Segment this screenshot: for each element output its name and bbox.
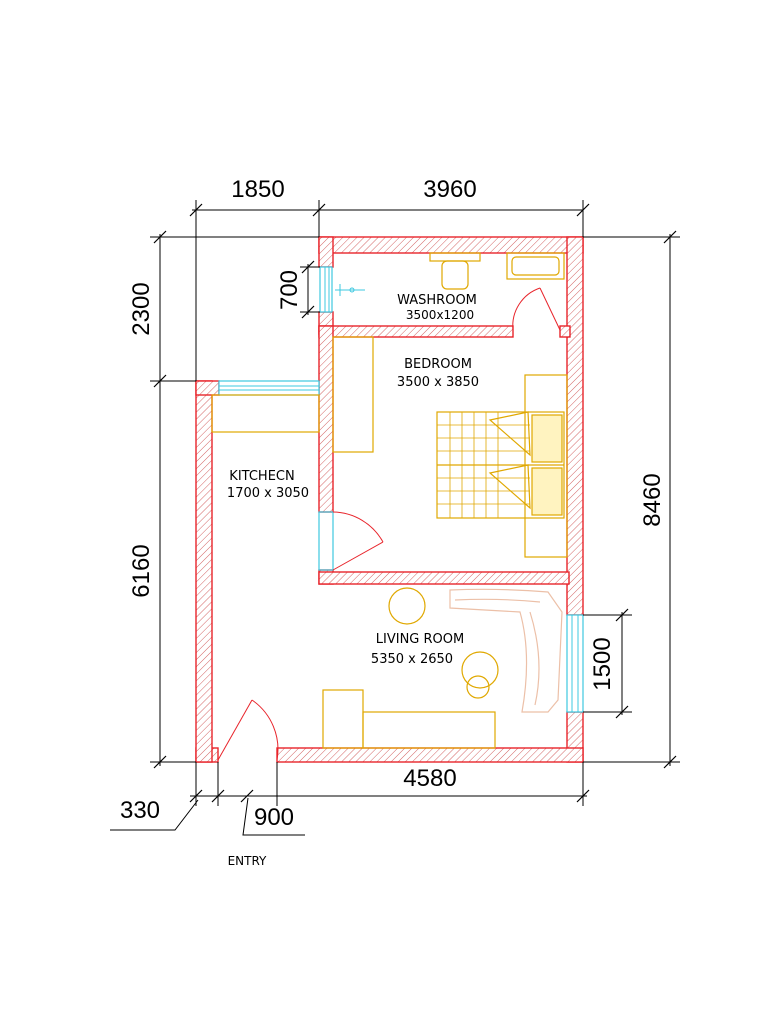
dim-left-lower: 6160	[128, 544, 155, 597]
wall-washroom-bedroom-right	[559, 325, 571, 338]
shower-icon	[335, 284, 365, 296]
entry-label: ENTRY	[228, 854, 267, 868]
wall-washroom-bedroom	[318, 325, 514, 338]
bedroom-name: BEDROOM	[404, 357, 472, 372]
doors	[217, 287, 561, 761]
double-bed	[436, 411, 565, 519]
kitchen-size: 1700 x 3050	[227, 486, 309, 501]
living-size: 5350 x 2650	[371, 652, 453, 667]
wardrobe	[524, 374, 568, 558]
dim-top-left: 1850	[231, 176, 284, 203]
sofa	[449, 588, 563, 713]
washroom-door	[512, 287, 561, 331]
coffee-table-inner	[466, 675, 490, 699]
dim-bottom: 4580	[403, 765, 456, 792]
dim-right-total: 8460	[639, 473, 666, 526]
wall-bedroom-living	[318, 571, 570, 585]
washroom-size: 3500x1200	[406, 308, 474, 322]
wall-right-upper	[566, 236, 584, 616]
dim-top-right: 3960	[423, 176, 476, 203]
dim-wall-thickness: 330	[120, 797, 160, 824]
bed-grid	[437, 412, 530, 518]
kitchen-counter	[211, 394, 320, 433]
washroom-counter	[429, 252, 481, 262]
pillow-bottom	[531, 467, 563, 516]
entry-door	[217, 699, 279, 761]
tv-cabinet	[362, 711, 496, 749]
furniture	[211, 252, 568, 749]
wall-kitchen-bedroom	[318, 325, 334, 513]
bathtub-inner	[511, 256, 560, 276]
dim-living-window: 1500	[589, 637, 616, 690]
dim-entry-width: 900	[254, 804, 294, 831]
kitchen-name: KITCHECN	[229, 469, 294, 484]
dim-left-upper: 2300	[128, 282, 155, 335]
bedroom-size: 3500 x 3850	[397, 375, 479, 390]
windows	[218, 266, 584, 713]
side-table	[388, 587, 426, 625]
washroom-name: WASHROOM	[397, 293, 477, 308]
wall-kitchen-top-left	[195, 380, 220, 396]
wall-left	[195, 380, 213, 763]
tv-cabinet-left	[322, 689, 364, 749]
washroom-window	[319, 266, 333, 313]
wall-bottom	[276, 747, 584, 763]
walls	[195, 236, 584, 763]
pillow-top	[531, 414, 563, 463]
coffee-table	[461, 651, 499, 689]
dimension-lines	[110, 200, 680, 836]
wall-washroom-left	[318, 236, 334, 268]
dim-washroom-window: 700	[276, 270, 303, 310]
bathtub	[506, 252, 565, 280]
wall-top	[318, 236, 584, 254]
living-window	[566, 614, 584, 713]
bedroom-desk	[332, 336, 374, 453]
kitchen-window	[218, 380, 320, 396]
toilet	[441, 260, 469, 290]
living-name: LIVING ROOM	[376, 632, 464, 647]
kitchen-door	[318, 511, 384, 571]
